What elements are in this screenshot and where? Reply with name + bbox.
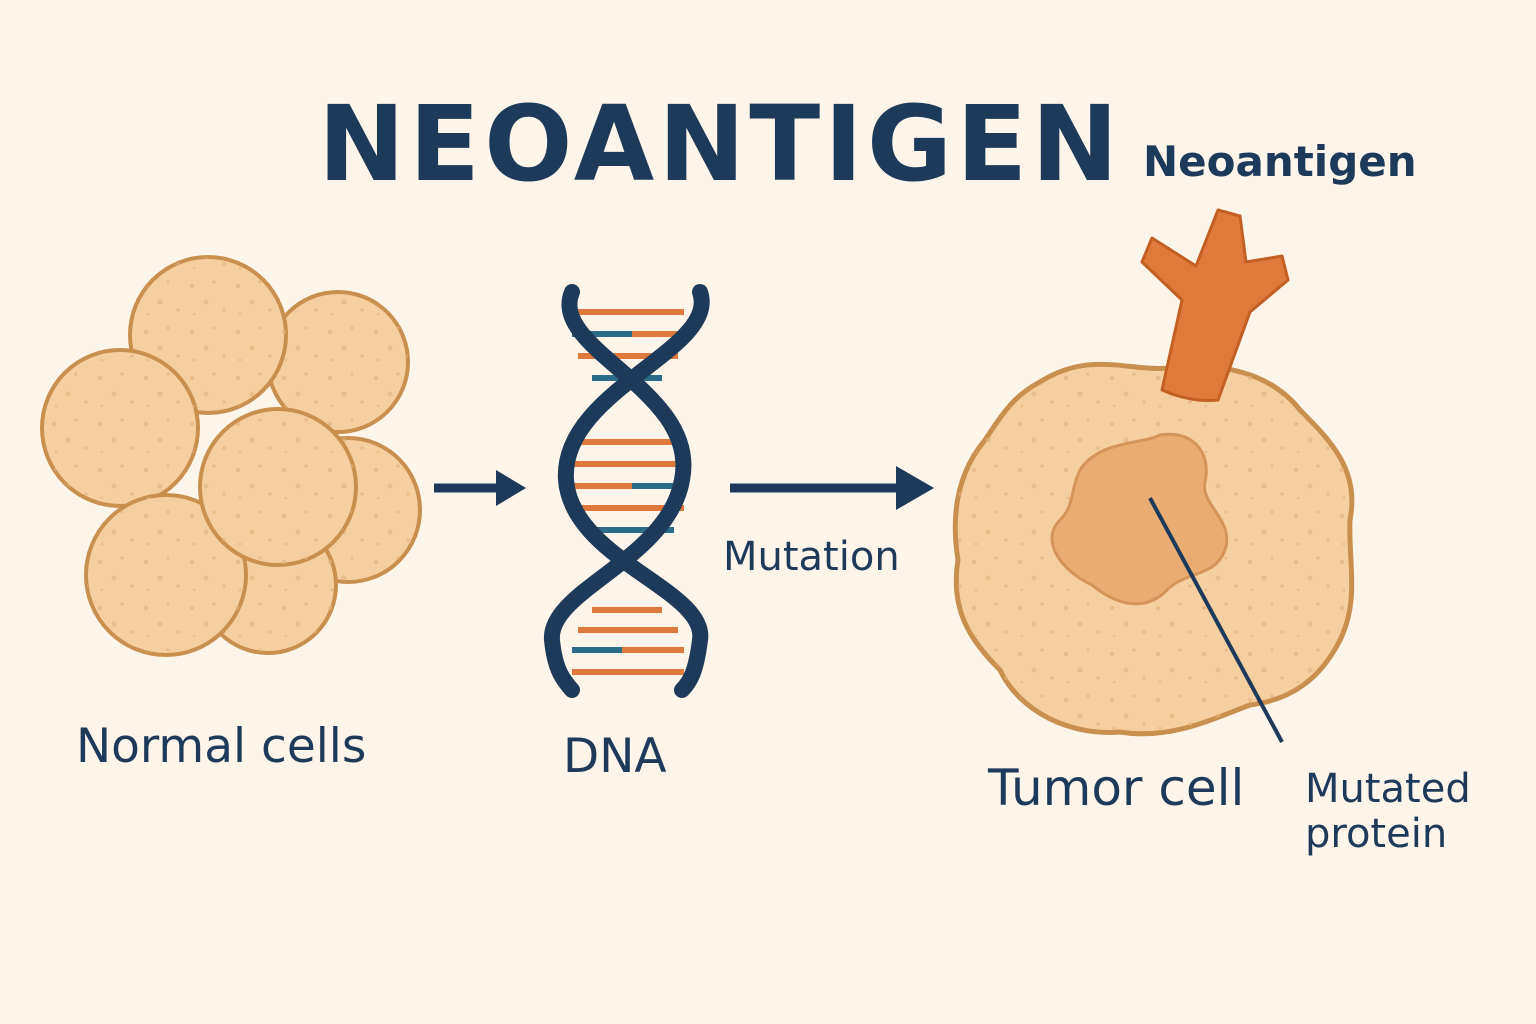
tumor-cell-label: Tumor cell <box>988 759 1245 817</box>
normal-cell <box>40 348 200 508</box>
mutated-protein-label: Mutated protein <box>1305 766 1471 857</box>
right-arrow-icon <box>434 470 526 506</box>
mutated-protein-leader-line <box>1148 497 1284 743</box>
tumor-cell-icon <box>952 361 1355 737</box>
neoantigen-receptor-icon <box>1140 208 1290 402</box>
cell-cluster-icon <box>40 255 422 657</box>
base-pairs <box>572 309 684 675</box>
normal-cell <box>198 407 358 567</box>
dna-helix-icon <box>544 284 710 698</box>
normal-cell <box>266 290 410 434</box>
mutation-label: Mutation <box>723 534 900 580</box>
normal-cells-label: Normal cells <box>76 719 367 774</box>
normal-cell <box>84 493 248 657</box>
right-arrow-icon <box>730 466 934 510</box>
dna-label: DNA <box>563 729 667 784</box>
neoantigen-label: Neoantigen <box>1143 137 1417 186</box>
diagram-title: NEOANTIGEN <box>318 83 1123 205</box>
